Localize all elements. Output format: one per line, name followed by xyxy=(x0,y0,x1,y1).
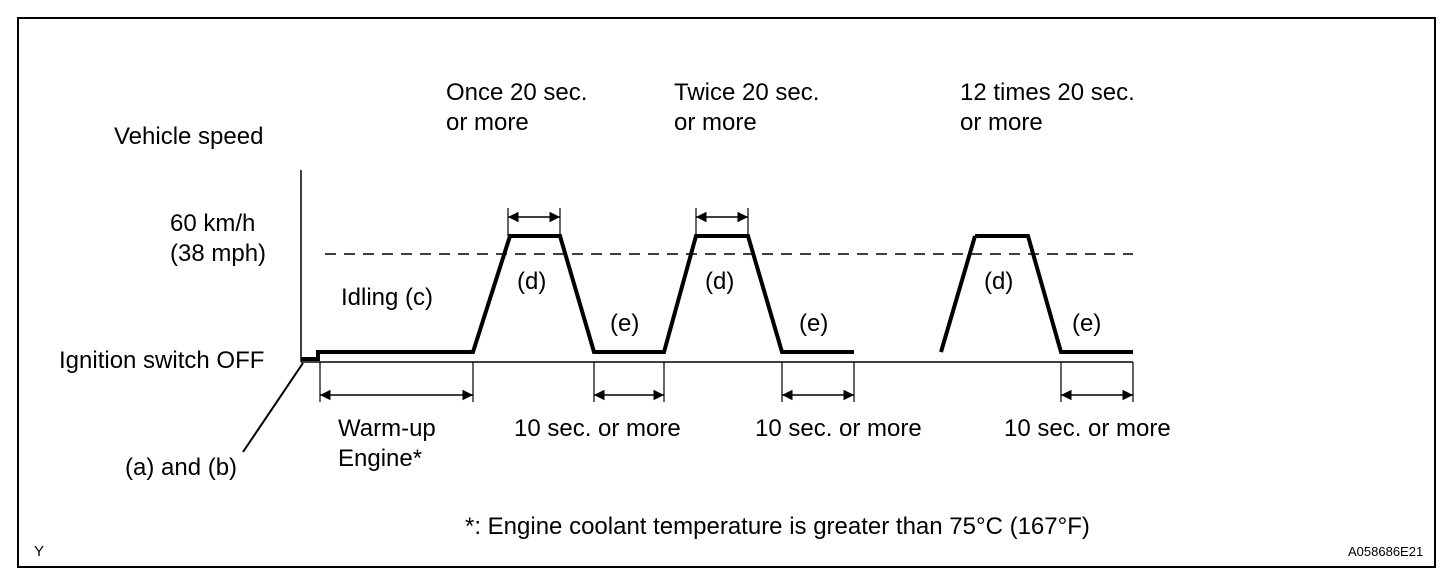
ten-sec-label-3: 10 sec. or more xyxy=(1004,415,1171,442)
once-label: Once 20 sec. or more xyxy=(446,78,587,138)
once-line1: Once 20 sec. xyxy=(446,79,588,106)
step-e-label-3: (e) xyxy=(1072,310,1102,337)
step-e-label-2: (e) xyxy=(799,310,829,337)
step-d-label-2: (d) xyxy=(705,268,735,295)
ten-sec-label-1: 10 sec. or more xyxy=(514,415,681,442)
twelve-label: 12 times 20 sec. or more xyxy=(960,78,1135,138)
speed-profile-1 xyxy=(301,234,854,361)
ab-leader-line xyxy=(242,362,304,453)
diagram-frame xyxy=(17,17,1436,568)
warmup-label: Warm-up Engine* xyxy=(338,414,436,474)
speed-value-line2: (38 mph) xyxy=(170,240,267,267)
twice-line1: Twice 20 sec. xyxy=(674,79,820,106)
twice-label: Twice 20 sec. or more xyxy=(674,78,819,138)
speed-profile-2 xyxy=(975,234,1133,354)
warmup-line1: Warm-up xyxy=(338,415,436,442)
step-e-label-1: (e) xyxy=(610,310,640,337)
step-d-label-3: (d) xyxy=(984,268,1014,295)
twelve-line2: or more xyxy=(960,109,1043,136)
speed-value-line1: 60 km/h xyxy=(170,210,256,237)
once-line2: or more xyxy=(446,109,529,136)
twelve-line1: 12 times 20 sec. xyxy=(960,79,1135,106)
corner-letter: Y xyxy=(34,543,45,560)
warmup-line2: Engine* xyxy=(338,445,423,472)
ignition-off-label: Ignition switch OFF xyxy=(59,347,265,374)
ab-label: (a) and (b) xyxy=(125,454,238,481)
idling-label: Idling (c) xyxy=(341,284,434,311)
speed-profile-break xyxy=(939,235,977,353)
speed-value-label: 60 km/h (38 mph) xyxy=(170,209,266,269)
vehicle-speed-label: Vehicle speed xyxy=(114,123,264,150)
twice-line2: or more xyxy=(674,109,757,136)
figure-id: A058686E21 xyxy=(1348,544,1424,559)
footnote: *: Engine coolant temperature is greater… xyxy=(465,513,1090,540)
step-d-label-1: (d) xyxy=(517,268,547,295)
ten-sec-label-2: 10 sec. or more xyxy=(755,415,922,442)
